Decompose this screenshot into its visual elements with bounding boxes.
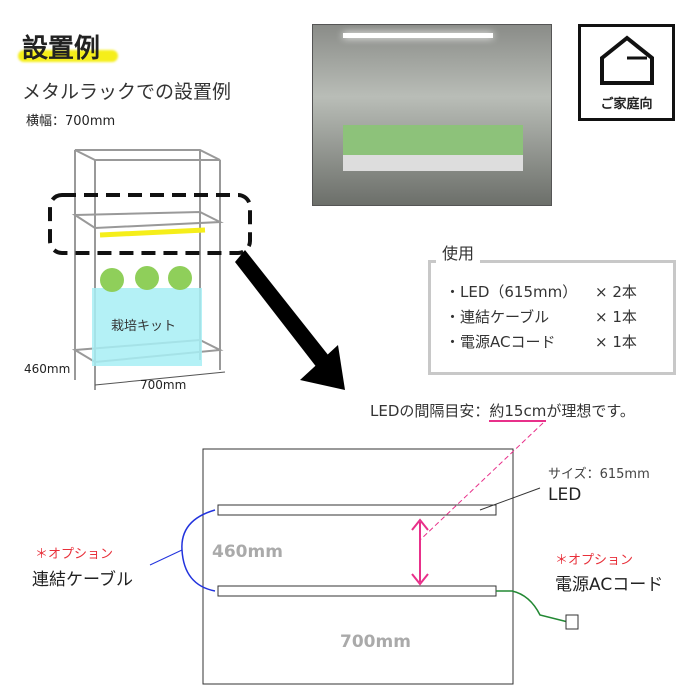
usage-box: [428, 260, 676, 375]
usage-item: ・連結ケーブル× 1本: [445, 308, 637, 326]
rack-illustration: [48, 149, 345, 390]
width-note: 横幅：700mm: [26, 114, 116, 129]
installation-photo: [312, 24, 552, 206]
page-title: 設置例: [22, 34, 101, 64]
title-highlight: [18, 50, 118, 62]
cable-option-label: ＊オプション: [35, 547, 114, 562]
usage-item: ・電源ACコード× 1本: [445, 333, 637, 351]
badge-label: ご家庭向: [600, 97, 653, 112]
house-icon: [599, 35, 654, 85]
diagram-depth: 460mm: [212, 542, 283, 562]
home-use-badge: ご家庭向: [578, 24, 675, 121]
spacing-note: LEDの間隔目安：約15cmが理想です。: [370, 402, 635, 422]
cable-label: 連結ケーブル: [32, 570, 133, 590]
usage-title: 使用: [436, 240, 481, 264]
rack-width: 700mm: [140, 378, 187, 392]
rack-depth: 460mm: [24, 362, 71, 376]
ac-cord-label: 電源ACコード: [555, 575, 664, 595]
led-size-label: サイズ：615mm: [548, 467, 650, 482]
diagram-width: 700mm: [340, 632, 411, 652]
kit-label: 栽培キット: [111, 319, 177, 334]
usage-list: ・LED（615mm）× 2本 ・連結ケーブル× 1本 ・電源ACコード× 1本: [445, 280, 637, 355]
led-label: LED: [548, 485, 582, 505]
subtitle: メタルラックでの設置例: [22, 81, 232, 103]
spacing-value: 約15cm: [489, 402, 547, 422]
ac-option-label: ＊オプション: [555, 553, 634, 568]
usage-item: ・LED（615mm）× 2本: [445, 283, 637, 301]
